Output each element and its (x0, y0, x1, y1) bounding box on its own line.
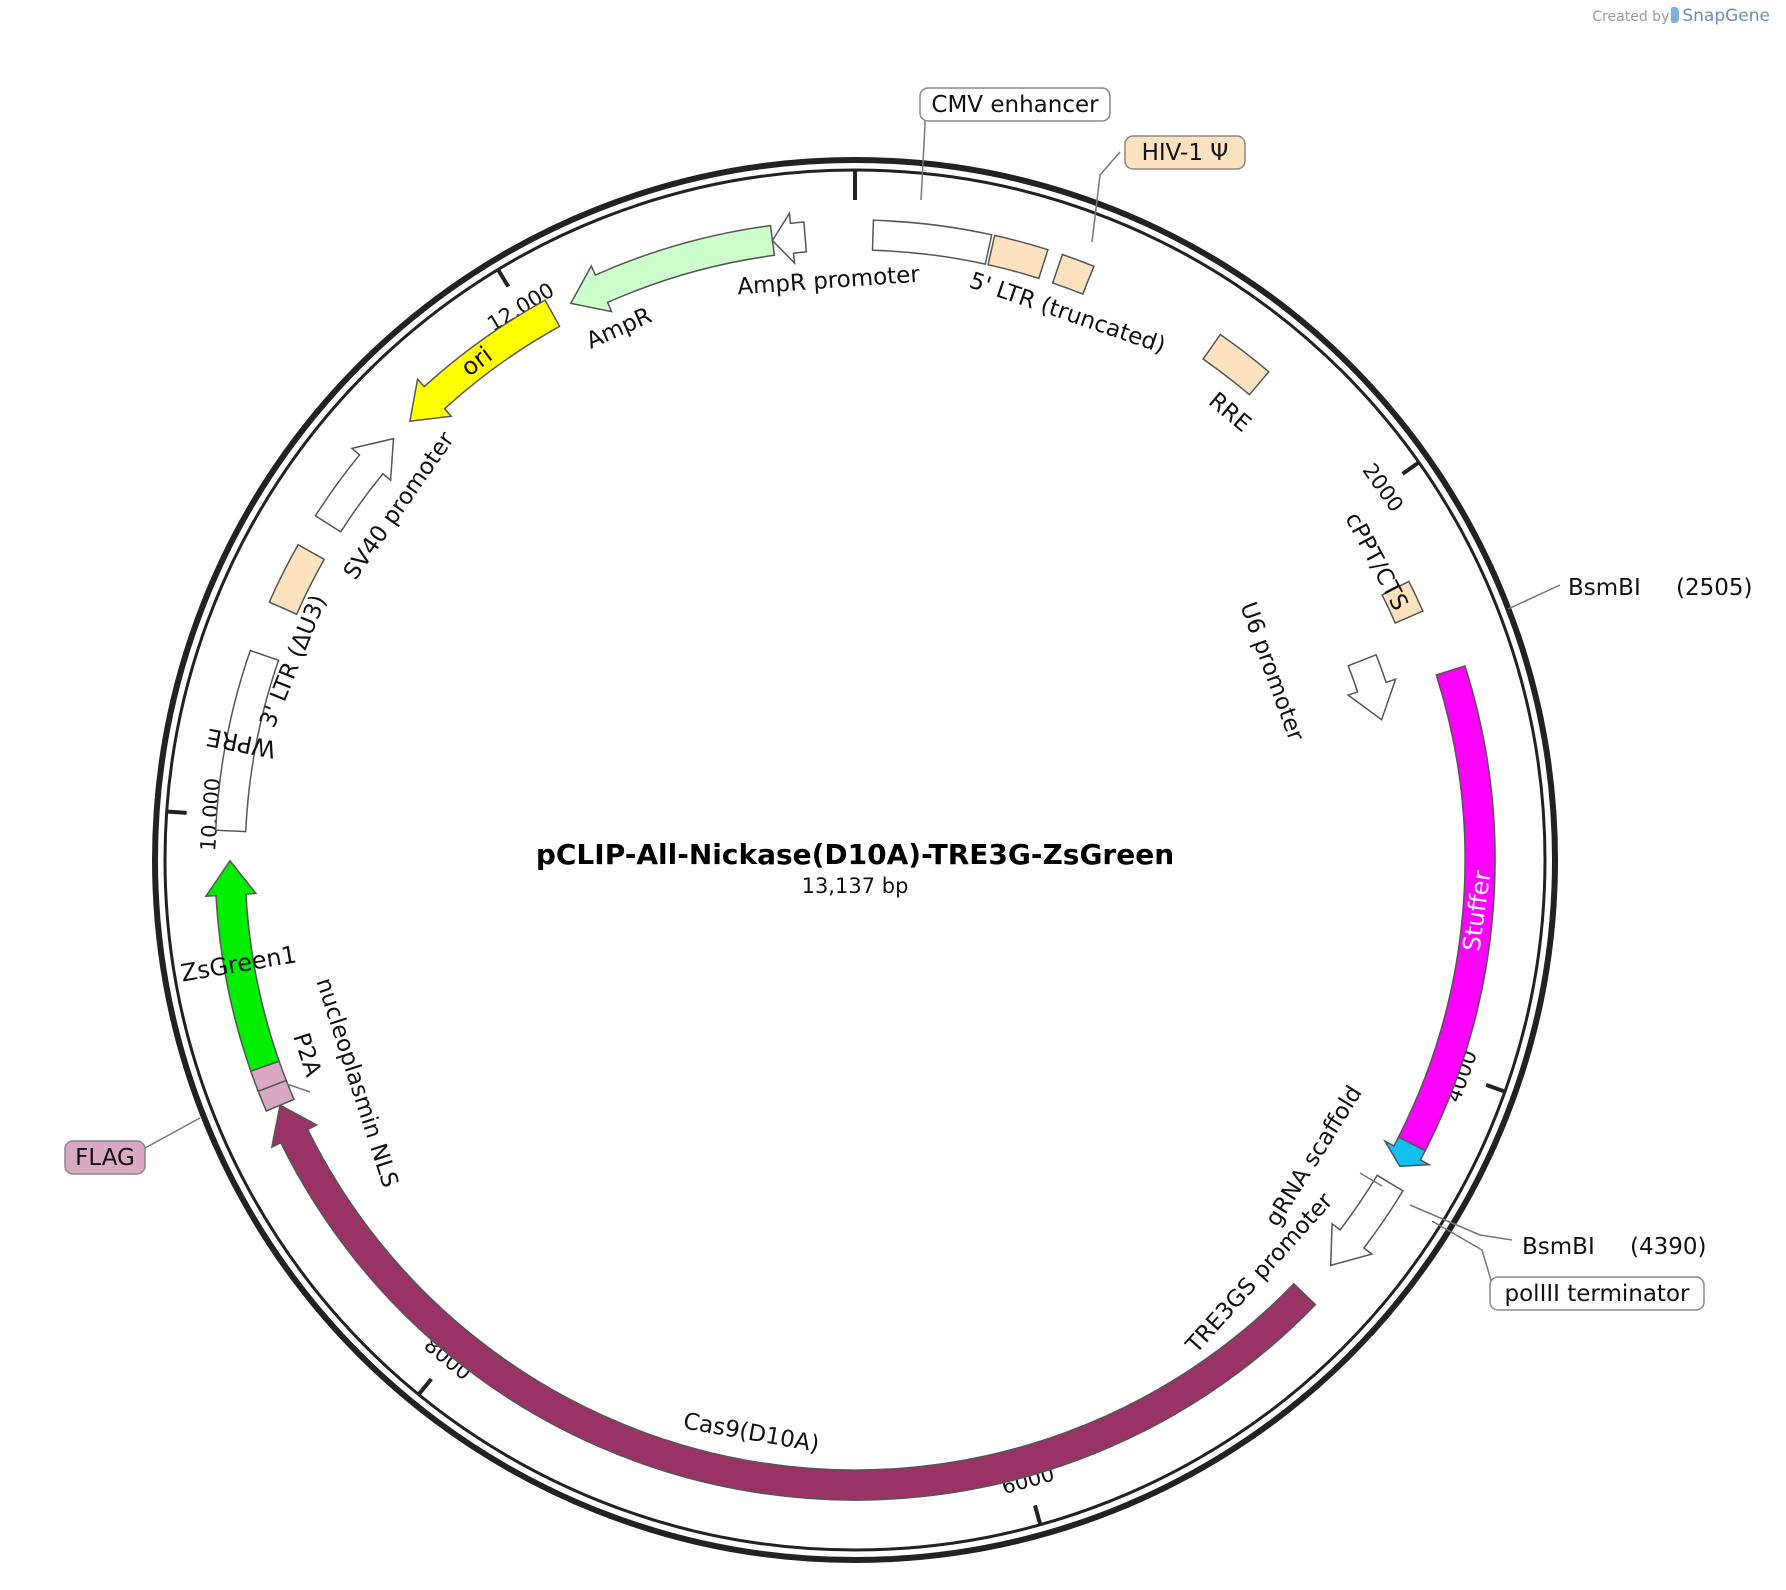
callout-poliii-terminator[interactable]: polIII terminator (1489, 1276, 1705, 1311)
bsmbi-4390-pos: (4390) (1630, 1234, 1706, 1260)
credit-text: Created by (1592, 9, 1670, 25)
feature-ori[interactable] (408, 299, 561, 423)
feature-ampr-promoter[interactable] (771, 211, 808, 266)
tick-mark-10000 (166, 809, 187, 815)
feature-hiv-psi[interactable] (1051, 253, 1095, 296)
feature-cmv-enhancer[interactable] (871, 219, 993, 265)
tick-mark-4000 (1485, 1083, 1506, 1094)
tick-mark-6000 (1033, 1504, 1043, 1526)
label-cppt: cPPT/CTS (1340, 508, 1413, 615)
bsmbi-4390-name: BsmBI (1522, 1234, 1595, 1260)
leader-lines (144, 97, 1561, 1288)
callout-flag[interactable]: FLAG (64, 1140, 146, 1175)
callout-poliii-text: polIII terminator (1505, 1281, 1690, 1307)
label-ampr-promoter: AmpR promoter (736, 262, 921, 301)
plasmid-title: pCLIP-All-Nickase(D10A)-TRE3G-ZsGreen (536, 838, 1174, 871)
feature-3-ltr[interactable] (268, 543, 326, 616)
credit-brand: SnapGene (1682, 6, 1770, 26)
snapgene-logo-icon (1671, 7, 1680, 23)
feature-grna-scaffold[interactable] (1383, 1136, 1432, 1168)
backbone-outer-ring (152, 157, 1558, 1563)
snapgene-credit: Created by SnapGene (1592, 6, 1770, 26)
feature-label-wpre: WPRE (204, 723, 278, 764)
label-u6-promoter: U6 promoter (1234, 599, 1308, 745)
tick-mark-8000 (417, 1377, 433, 1396)
callout-hiv-text: HIV-1 Ψ (1142, 140, 1229, 166)
tick-mark-2000 (1401, 460, 1421, 476)
callout-flag-text: FLAG (75, 1145, 135, 1171)
feature-zsgreen[interactable] (204, 859, 281, 1073)
callout-cmv-enhancer[interactable]: CMV enhancer (919, 87, 1111, 122)
callout-bsmbi-4390[interactable]: BsmBI (4390) (1522, 1234, 1706, 1260)
feature-ampr[interactable] (569, 224, 776, 313)
feature-tre3gs-promoter[interactable] (1329, 1174, 1404, 1267)
label-rre: RRE (1203, 388, 1255, 438)
callout-cmv-text: CMV enhancer (931, 92, 1099, 118)
label-ampr: AmpR (582, 303, 655, 355)
plasmid-size: 13,137 bp (802, 874, 909, 898)
tick-mark-12000 (496, 268, 511, 288)
bsmbi-2505-pos: (2505) (1676, 575, 1752, 601)
feature-cas9[interactable] (270, 1104, 1317, 1501)
callout-bsmbi-2505[interactable]: BsmBI (2505) (1568, 575, 1752, 601)
feature-sv40-promoter[interactable] (314, 437, 395, 533)
tick-label-2000: 2000 (1358, 459, 1408, 517)
label-nucleoplasmin-nls: nucleoplasmin NLS (310, 975, 402, 1191)
feature-5-ltr[interactable] (987, 234, 1049, 280)
feature-u6-promoter[interactable] (1346, 653, 1397, 721)
feature-rre[interactable] (1202, 333, 1270, 396)
feature-wpre[interactable] (214, 649, 280, 833)
feature-cppt[interactable] (1381, 580, 1424, 624)
callout-hiv-psi[interactable]: HIV-1 Ψ (1124, 135, 1246, 170)
bsmbi-2505-name: BsmBI (1568, 575, 1641, 601)
label-p2a: P2A (287, 1030, 325, 1080)
